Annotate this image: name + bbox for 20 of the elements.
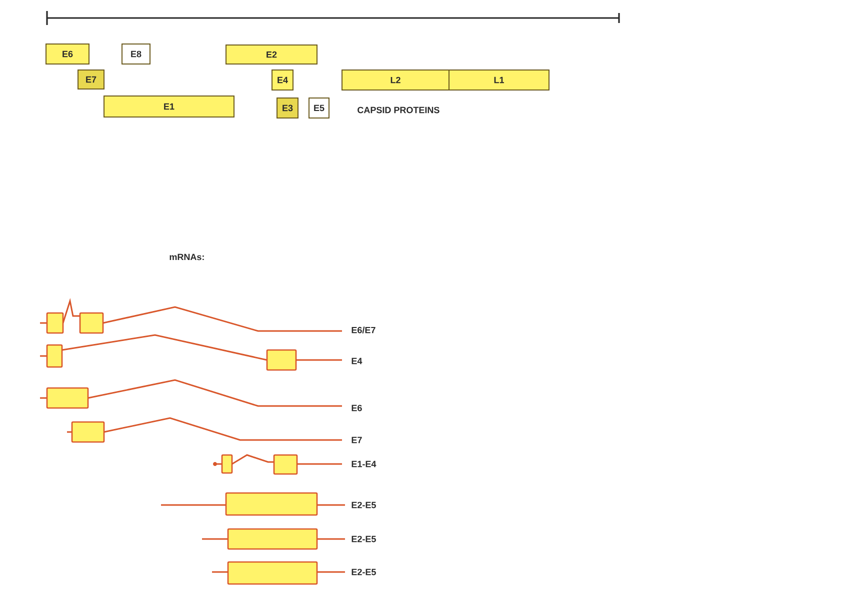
section-heading: mRNAs: bbox=[170, 254, 204, 260]
transcript-label: E6/E7 bbox=[352, 326, 376, 334]
transcript-label: E6 bbox=[352, 404, 362, 412]
gene-box: E3 bbox=[276, 98, 298, 118]
gene-box: E8 bbox=[122, 44, 150, 64]
transcript-label: E2-E5 bbox=[352, 502, 376, 508]
gene-box: E6 bbox=[46, 44, 90, 64]
transcript-label: E1-E4 bbox=[352, 460, 376, 468]
gene-box: E4 bbox=[272, 70, 294, 90]
gene-box: L1 bbox=[448, 70, 550, 90]
gene-box: L2 bbox=[342, 70, 450, 90]
gene-box: E7 bbox=[78, 70, 104, 90]
gene-box: E1 bbox=[104, 96, 234, 118]
gene-box: E2 bbox=[226, 44, 318, 64]
gene-box: E5 bbox=[308, 98, 330, 118]
section-heading: CAPSID PROTEINS bbox=[358, 106, 440, 114]
transcript-label: E7 bbox=[352, 436, 362, 444]
transcript-label: E4 bbox=[352, 358, 362, 364]
transcript-label: E2-E5 bbox=[352, 568, 376, 576]
transcript-label: E2-E5 bbox=[352, 536, 376, 542]
